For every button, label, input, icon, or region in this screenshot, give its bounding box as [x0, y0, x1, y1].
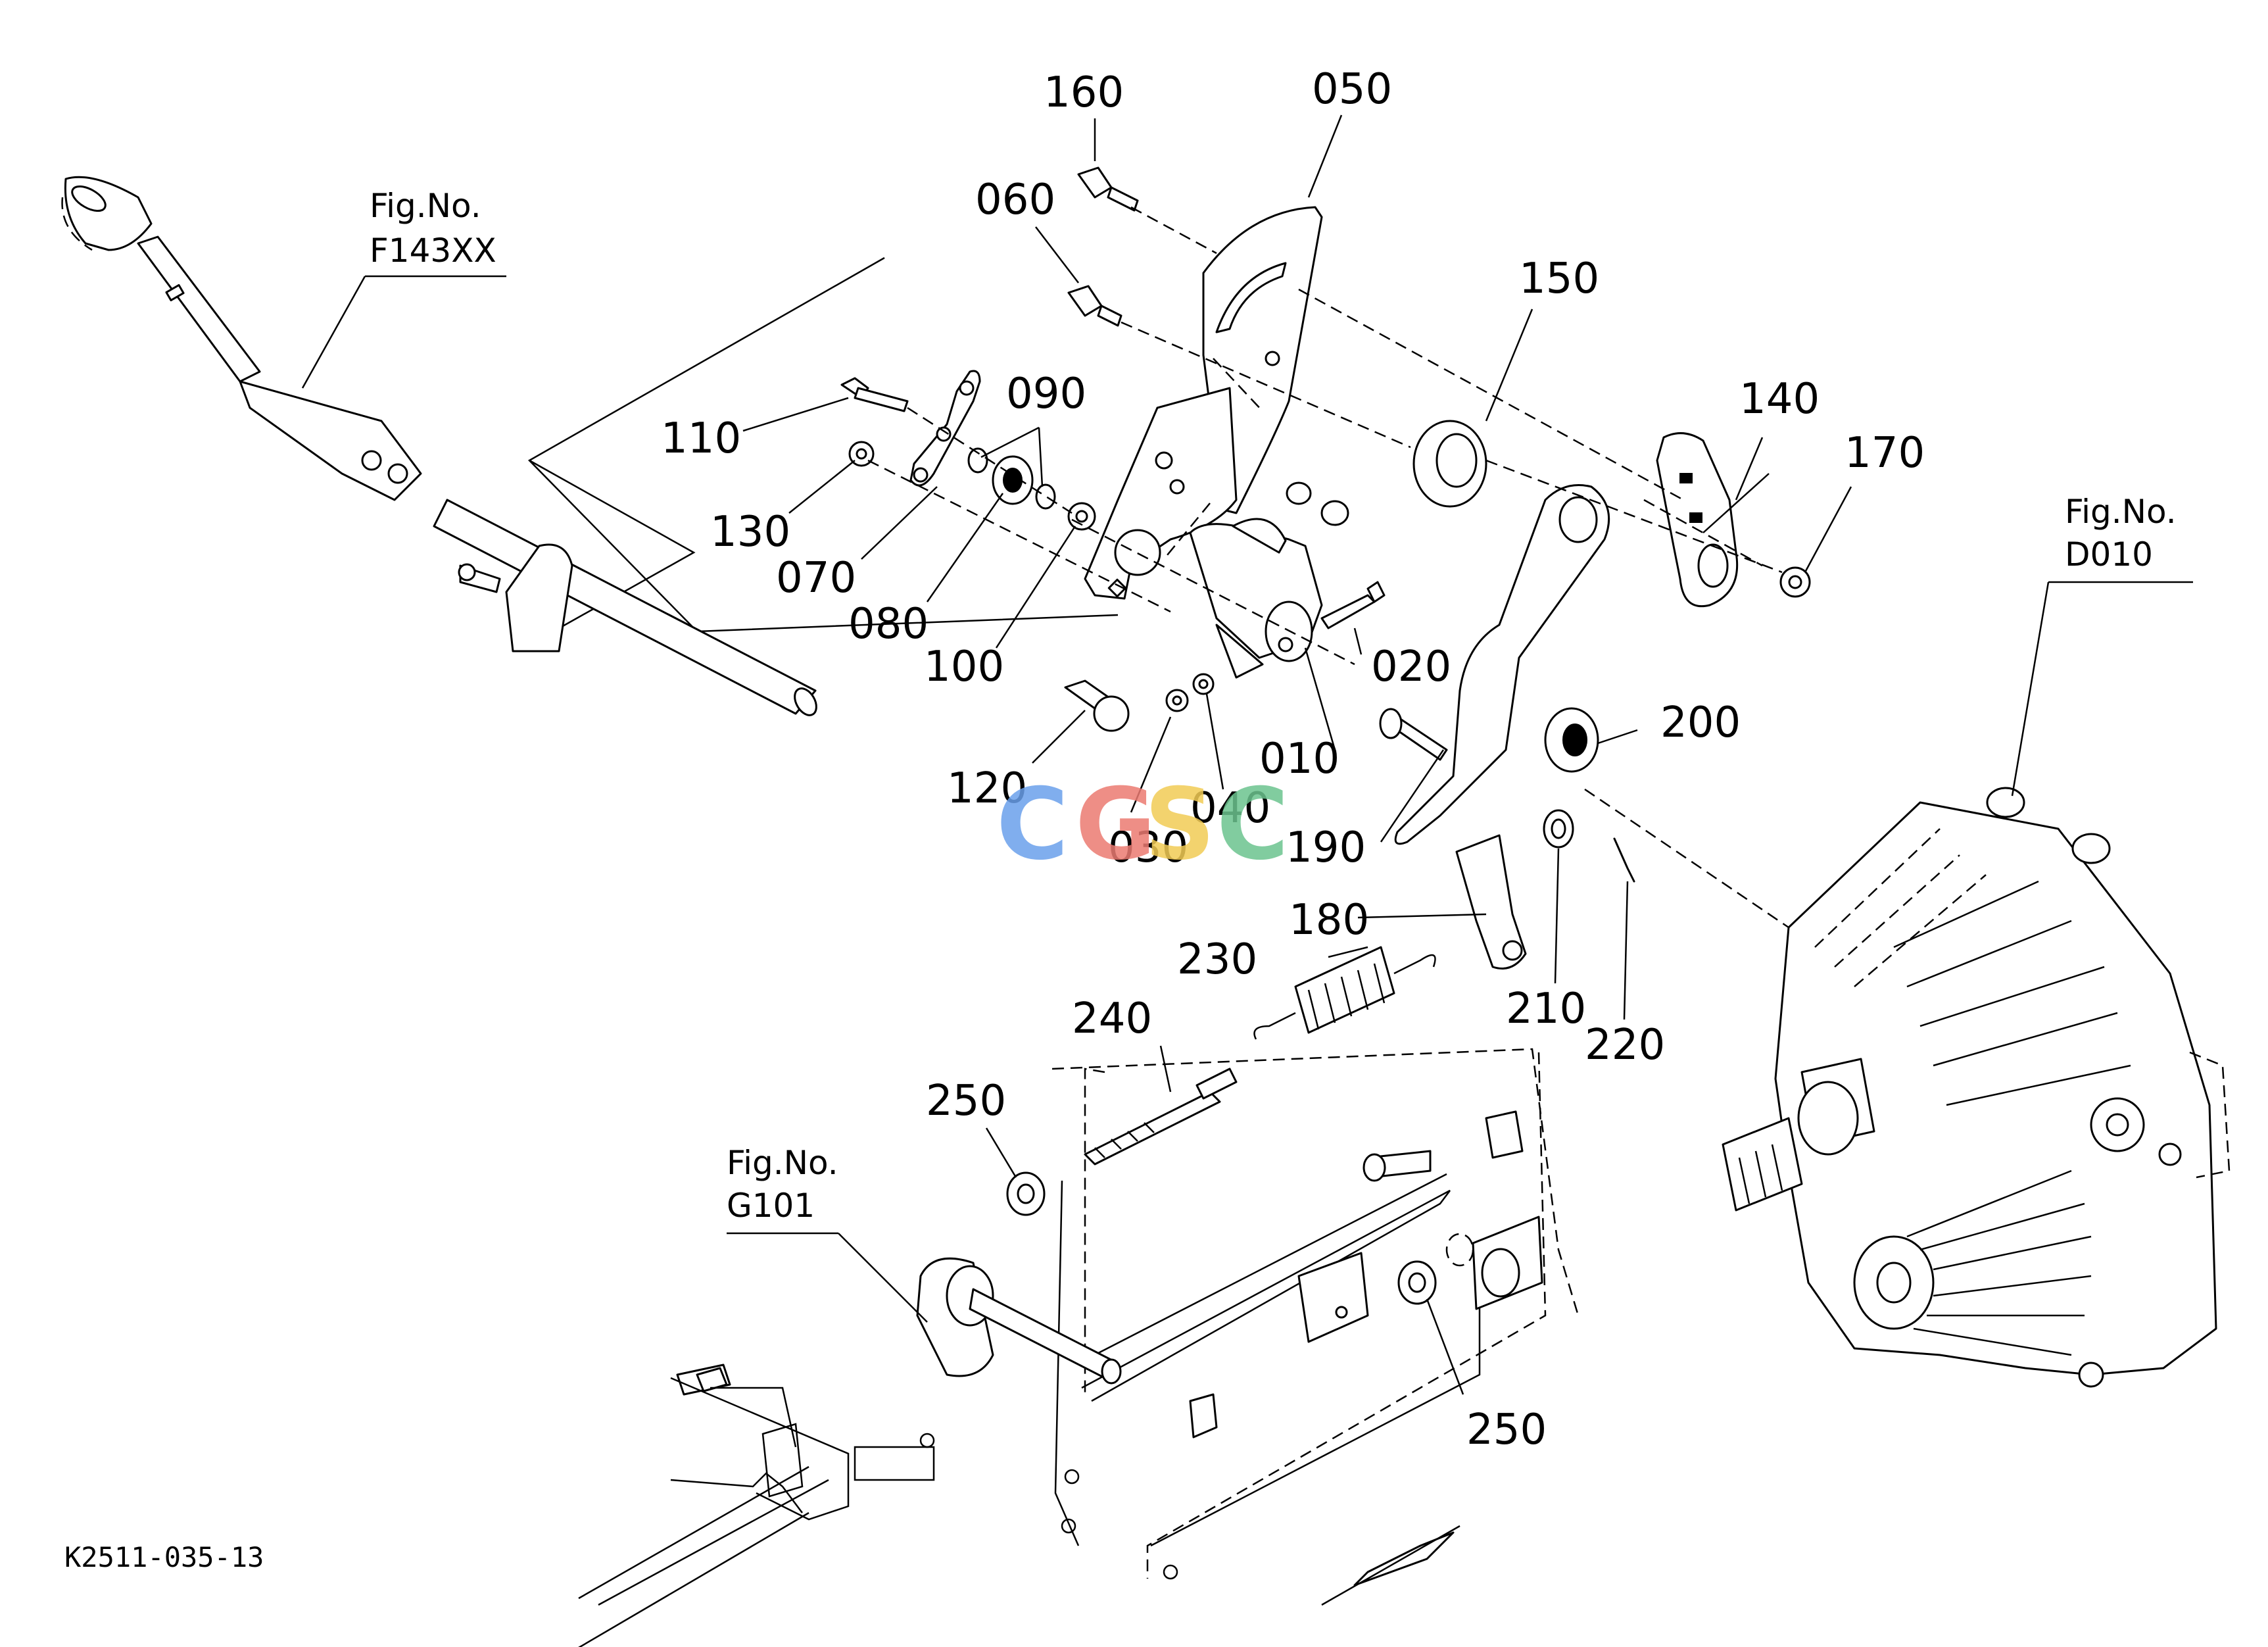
- nut-130: [848, 441, 875, 467]
- callout-090: 090: [1006, 370, 1086, 418]
- spring-230: [1253, 946, 1436, 1040]
- spacer-250-lower: [1397, 1260, 1437, 1305]
- transmission-housing: [1722, 787, 2231, 1388]
- washer-040: [1192, 673, 1215, 695]
- pin-120: [1064, 679, 1130, 732]
- figref-g101-code: G101: [727, 1187, 815, 1225]
- callout-140: 140: [1739, 375, 1820, 424]
- callout-220: 220: [1585, 1021, 1665, 1069]
- pin-190: [1379, 708, 1448, 761]
- figref-d010-label: Fig.No.: [2065, 493, 2177, 531]
- lever-140: [1656, 432, 1739, 608]
- callout-050: 050: [1312, 65, 1392, 114]
- link-plate-070: [909, 370, 981, 487]
- callout-170: 170: [1845, 429, 1925, 478]
- callout-180: 180: [1289, 896, 1369, 945]
- spacer-250-upper: [1006, 1171, 1046, 1216]
- nut-170: [1779, 566, 1811, 598]
- drawing-code: K2511-035-13: [64, 1541, 264, 1573]
- leader-lines: [301, 114, 2193, 1395]
- rod-240: [1084, 1068, 1238, 1166]
- watermark-letter-1: C: [996, 768, 1069, 882]
- nuts-050: [1286, 481, 1349, 526]
- frame-bracket: [578, 1048, 1580, 1647]
- nut-100: [1067, 502, 1096, 531]
- nut-030: [1165, 689, 1189, 712]
- washers-090: [967, 447, 1056, 510]
- callout-120: 120: [947, 764, 1027, 813]
- callout-240: 240: [1072, 995, 1152, 1043]
- cam-010: [1189, 518, 1323, 679]
- figref-f143xx-code: F143XX: [370, 232, 496, 270]
- bolt-020: [1320, 581, 1386, 629]
- callout-190: 190: [1286, 823, 1366, 872]
- figure-references: Fig.No. F143XX Fig.No. D010 Fig.No. G101: [370, 187, 2177, 1225]
- callout-200: 200: [1660, 699, 1741, 747]
- callout-150: 150: [1519, 255, 1599, 303]
- callout-040: 040: [1190, 784, 1270, 833]
- bolt-160: [1077, 166, 1139, 212]
- collar-150: [1412, 420, 1487, 508]
- callout-020: 020: [1371, 643, 1451, 691]
- callout-250-lower: 250: [1466, 1406, 1547, 1454]
- bolt-110: [840, 377, 909, 412]
- callout-110: 110: [661, 414, 741, 463]
- watermark-letter-2: G: [1075, 768, 1156, 882]
- figref-f143xx-label: Fig.No.: [370, 187, 481, 225]
- assembly-frame: [527, 257, 1119, 633]
- shift-lever: [61, 176, 817, 716]
- washer-210: [1543, 809, 1574, 848]
- callout-160: 160: [1044, 68, 1124, 117]
- watermark-letter-3: S: [1144, 768, 1215, 882]
- callout-070: 070: [776, 554, 856, 602]
- callout-210: 210: [1506, 985, 1586, 1033]
- figref-d010-code: D010: [2065, 535, 2153, 574]
- pin-220: [1613, 837, 1635, 883]
- callout-060: 060: [975, 176, 1055, 224]
- figref-g101-label: Fig.No.: [727, 1144, 838, 1182]
- bearing-080: [992, 455, 1034, 505]
- callouts: 160 050 060 150 140 170 090 110 130 070 …: [661, 65, 1925, 1454]
- watermark-letter-4: C: [1217, 768, 1289, 882]
- watermark: C G S C: [996, 768, 1289, 882]
- callout-230: 230: [1177, 935, 1257, 984]
- callout-100: 100: [924, 643, 1004, 691]
- bearing-200: [1544, 707, 1599, 773]
- callout-030: 030: [1108, 823, 1188, 872]
- callout-010: 010: [1259, 735, 1339, 783]
- bolt-060: [1067, 285, 1122, 327]
- callout-250-upper: 250: [926, 1077, 1006, 1125]
- callout-130: 130: [710, 508, 790, 556]
- centerlines: [867, 206, 1789, 929]
- callout-080: 080: [848, 600, 929, 649]
- arm-180: [1394, 484, 1610, 970]
